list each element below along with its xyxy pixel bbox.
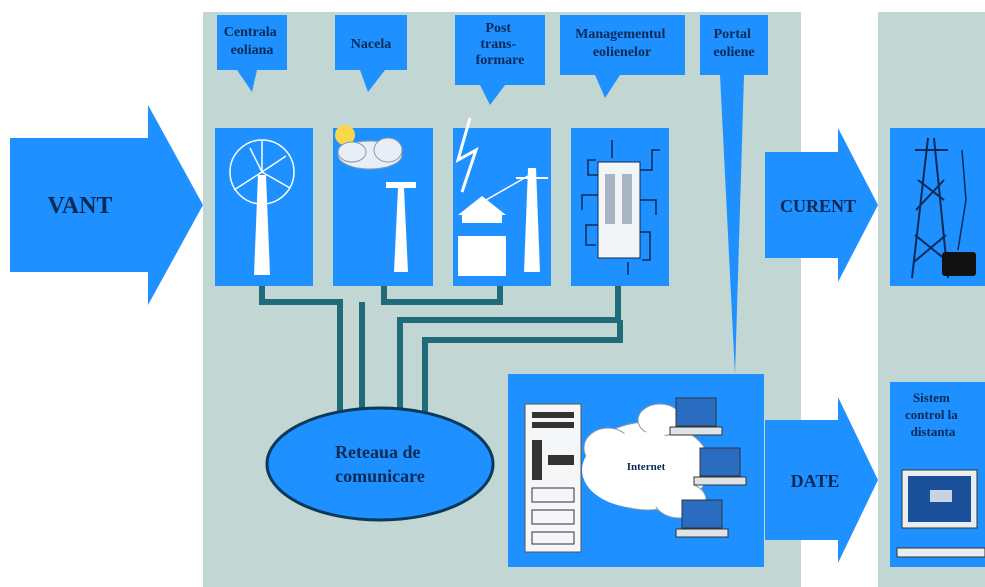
post-label-3: formare <box>476 53 525 68</box>
centrala-label-2: eoliana <box>231 43 274 58</box>
box-management <box>571 128 669 286</box>
curent-label: CURENT <box>780 196 856 216</box>
callout-post: Post trans- formare <box>455 15 545 105</box>
nacela-label: Nacela <box>351 37 391 52</box>
remote-label-2: control la <box>905 407 958 422</box>
router-icon <box>942 252 976 276</box>
post-label-1: Post <box>485 21 511 36</box>
remote-label-1: Sistem <box>913 390 950 405</box>
turbine-tower <box>254 175 270 275</box>
callout-portal: Portal eoliene <box>700 15 768 375</box>
transformer-station-icon <box>455 117 548 276</box>
curent-arrow: CURENT <box>765 128 878 282</box>
svg-text:Portal eoliene: Portal eoliene <box>713 27 754 60</box>
computer-icon <box>669 397 723 436</box>
server-circuit-icon <box>581 140 660 275</box>
network-ellipse: Reteaua de comunicare <box>265 406 495 522</box>
svg-text:Sistem control la: Sistem control la distanta <box>905 390 961 439</box>
network-label-1: Reteaua de <box>335 442 420 462</box>
callout-management: Managementul eolienelor <box>560 15 685 98</box>
transmission-tower-icon <box>911 137 967 279</box>
svg-text:Post trans- formar: Post trans- formare <box>476 21 525 68</box>
vant-arrow: VANT <box>10 105 203 305</box>
management-label-1: Managementul <box>575 27 665 42</box>
vant-label: VANT <box>48 193 113 219</box>
remote-control-box: Sistem control la distanta <box>890 382 985 567</box>
computer-icon <box>693 447 747 486</box>
portal-label-1: Portal <box>714 27 751 42</box>
portal-box: Internet <box>508 374 764 567</box>
monitor-icon <box>896 469 985 558</box>
internet-label: Internet <box>627 461 666 473</box>
network-lines <box>259 286 623 412</box>
post-label-2: trans- <box>480 37 516 52</box>
portal-label-2: eoliene <box>713 45 754 60</box>
server-rack-icon <box>524 403 582 553</box>
computer-icon <box>675 499 729 538</box>
date-label: DATE <box>791 471 840 491</box>
network-label-2: comunicare <box>335 466 425 486</box>
callout-nacela: Nacela <box>335 15 407 92</box>
centrala-label-1: Centrala <box>224 25 277 40</box>
svg-text:Centrala eoliana: Centrala eoliana <box>224 25 280 58</box>
callout-centrala: Centrala eoliana <box>217 15 287 92</box>
box-centrala <box>215 128 313 286</box>
box-post <box>453 117 551 286</box>
nacelle-sun-cloud-icon <box>335 125 416 272</box>
management-label-2: eolienelor <box>593 45 651 60</box>
box-nacela <box>333 125 433 286</box>
remote-label-3: distanta <box>911 424 956 439</box>
svg-text:Managementul eolienelor: Managementul eolienelor <box>575 27 669 60</box>
date-arrow: DATE <box>765 397 878 563</box>
tower-box <box>890 128 985 286</box>
svg-text:Reteaua de comunicare: Reteaua de comunicare <box>335 442 425 486</box>
internet-cloud-icon: Internet <box>582 403 711 519</box>
